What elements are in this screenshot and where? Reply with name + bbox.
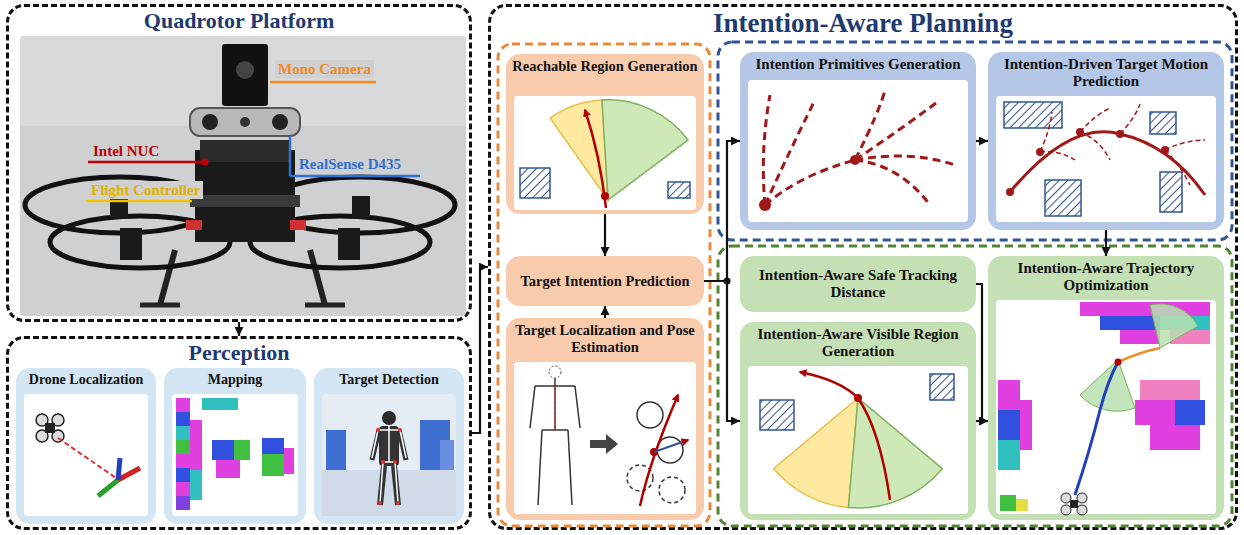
detection-photo (314, 368, 464, 524)
node-title: Mapping (164, 368, 306, 392)
module-box: Intention-Driven Target Motion Predictio… (988, 52, 1224, 230)
visible-sketch (748, 366, 968, 514)
part-label: Intel NUC (90, 142, 162, 160)
part-label: Flight Controller (88, 181, 203, 199)
node-title: Target Detection (314, 368, 464, 392)
person-figure (322, 394, 456, 516)
node-title: Target Intention Prediction (506, 269, 704, 294)
node-title: Drone Localization (16, 368, 156, 392)
node-title: Intention-Aware Planning (491, 7, 1235, 40)
connector-arrow (976, 284, 988, 421)
connector-arrow (1105, 230, 1107, 256)
module-box: Reachable Region Generation (506, 54, 704, 214)
node-title: Perception (9, 339, 469, 366)
localization-figure (24, 394, 148, 516)
module-box: Target Intention Prediction (506, 256, 704, 306)
connector-arrow (704, 141, 740, 281)
node-title: Quadrotor Platform (9, 7, 469, 34)
part-label: Mono Camera (275, 60, 374, 78)
node-title: Intention-Aware Safe Tracking Distance (740, 263, 976, 306)
part-label: RealSense D435 (296, 155, 404, 173)
node-title: Intention-Driven Target Motion Predictio… (988, 52, 1224, 95)
node-title: Intention-Aware Visible Region Generatio… (740, 322, 976, 365)
primitive-curves (748, 80, 968, 222)
connector-arrow (704, 281, 740, 421)
connector-arrow (976, 420, 988, 422)
planning-panel: Intention-Aware Planning Reachable Regio… (488, 4, 1238, 530)
localization-icon (16, 368, 156, 524)
prediction-sketch (996, 96, 1216, 222)
junction-dot (724, 278, 731, 285)
module-box: Intention-Aware Trajectory Optimization (988, 256, 1224, 520)
module-box: Intention Primitives Generation (740, 52, 976, 230)
trajectory-figure (988, 256, 1224, 520)
module-box: Intention-Aware Safe Tracking Distance (740, 256, 976, 312)
connector-arrow (472, 267, 488, 433)
module-box: Target Localization and Pose Estimation (506, 318, 704, 520)
perception-panel: Perception Drone Localization (6, 336, 472, 530)
node-title: Reachable Region Generation (506, 54, 704, 79)
connector-arrow (604, 214, 606, 256)
drone-figure (20, 36, 466, 316)
node-title: Intention-Aware Trajectory Optimization (988, 256, 1224, 299)
region-sketch (514, 96, 696, 210)
voxel-map (164, 368, 306, 524)
voxel-figure (172, 394, 298, 516)
dashed-group-frames (498, 42, 1232, 526)
connector-arrow (238, 322, 240, 336)
connector-arrow (604, 306, 606, 318)
connector-arrow (976, 140, 988, 142)
primitives-figure (740, 52, 976, 230)
trajectory-sketch (996, 300, 1216, 515)
module-box: Target Detection (314, 368, 464, 524)
node-title: Intention Primitives Generation (740, 52, 976, 77)
module-box: Intention-Aware Visible Region Generatio… (740, 322, 976, 520)
module-box: Mapping (164, 368, 306, 524)
pose-sketch (514, 362, 696, 514)
node-title: Target Localization and Pose Estimation (506, 318, 704, 359)
reachable-region-figure (506, 54, 704, 214)
module-box: Drone Localization (16, 368, 156, 524)
